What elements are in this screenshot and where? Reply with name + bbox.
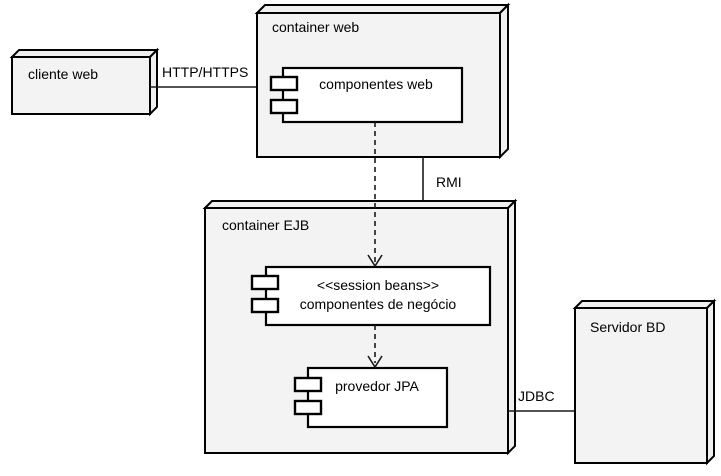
component-label: componentes de negócio [300, 296, 457, 312]
component-tab-icon [250, 297, 280, 314]
component-label: provedor JPA [335, 378, 419, 394]
connector-label: RMI [436, 174, 462, 190]
component-stereotype: <<session beans>> [317, 277, 439, 293]
node-side-face [507, 198, 516, 456]
component-componentes-de-negocio: <<session beans>> componentes de negócio [250, 265, 492, 327]
connector-jdbc: JDBC [508, 388, 575, 412]
connector-label: HTTP/HTTPS [162, 64, 248, 80]
component-tab-icon [293, 376, 323, 393]
node-label: container web [272, 19, 359, 35]
arrowhead-icon [367, 355, 383, 369]
node-servidor-bd: Servidor BD [572, 298, 717, 466]
node-front-face [11, 56, 151, 115]
node-top-face [254, 4, 511, 14]
node-side-face [149, 47, 158, 117]
node-side-face [499, 2, 509, 160]
node-container-web: container web componentes web [254, 2, 511, 160]
component-tab-icon [269, 75, 299, 92]
connector-rmi: RMI [422, 157, 462, 206]
connector-http: HTTP/HTTPS [150, 64, 257, 88]
component-tab-icon [250, 274, 280, 291]
component-body [264, 265, 492, 327]
component-label: componentes web [319, 76, 433, 92]
component-provedor-jpa: provedor JPA [293, 366, 449, 429]
component-componentes-web: componentes web [269, 66, 464, 124]
component-tab-icon [269, 98, 299, 115]
node-top-face [9, 49, 160, 58]
dependency-arrow-web-to-beans [367, 122, 383, 268]
node-side-face [706, 298, 715, 466]
node-label: Servidor BD [590, 319, 665, 335]
node-front-face [574, 307, 708, 464]
component-tab-icon [293, 399, 323, 416]
node-top-face [202, 200, 518, 209]
arrowhead-icon [367, 254, 383, 268]
component-body [306, 366, 449, 429]
node-label: container EJB [222, 217, 309, 233]
component-body [281, 66, 464, 124]
node-container-ejb: container EJB <<session beans>> componen… [202, 198, 518, 456]
dependency-arrow-beans-to-jpa [367, 325, 383, 369]
node-cliente-web: cliente web [9, 47, 160, 117]
node-top-face [572, 300, 717, 309]
node-label: cliente web [28, 66, 98, 82]
connector-label: JDBC [518, 388, 555, 404]
